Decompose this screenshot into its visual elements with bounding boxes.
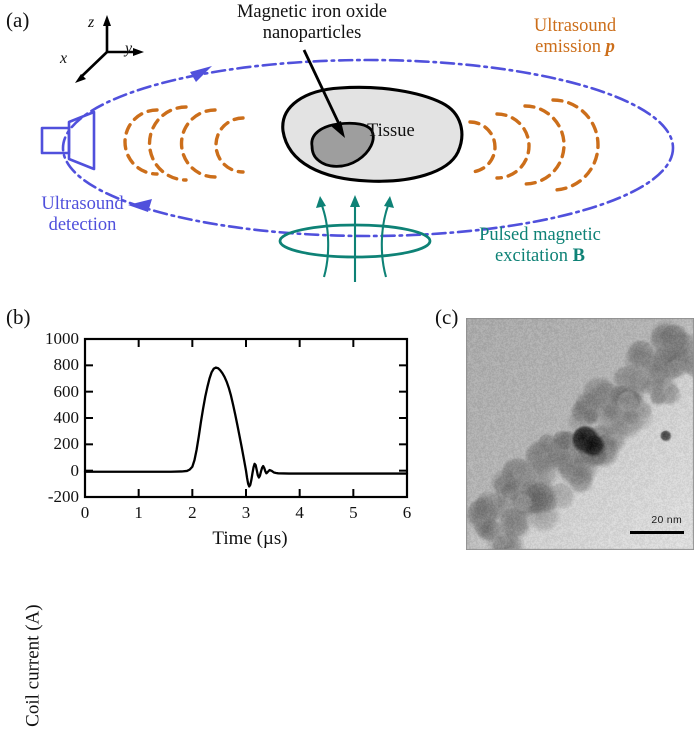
chart-ytick-label: 0 xyxy=(70,460,80,480)
axes-arrowheads xyxy=(75,15,144,83)
chart-ytick-label: 600 xyxy=(53,381,80,401)
axis-label-z: z xyxy=(88,14,95,31)
ultrasound-wave-arcs-left xyxy=(123,105,245,182)
chart-y-axis-label: Coil current (A) xyxy=(22,604,44,727)
emission-line-1: Ultrasound xyxy=(533,16,617,36)
chart-ytick-label: 400 xyxy=(53,408,80,427)
axis-label-y: y xyxy=(125,40,133,57)
chart-ytick-label: 1000 xyxy=(45,329,79,348)
coil-current-plot xyxy=(83,337,409,499)
ultrasound-wave-arcs-right xyxy=(468,98,600,192)
chart-ytick-label: 800 xyxy=(53,355,80,375)
chart-xtick-label: 5 xyxy=(349,503,358,522)
chart-xtick-label: 6 xyxy=(402,503,412,522)
magnetic-field-lines xyxy=(320,201,390,282)
excitation-symbol: B xyxy=(572,245,585,266)
loop-arrow-forward xyxy=(190,66,212,82)
tissue-label: Tissue xyxy=(367,121,415,141)
panel-a-graphics xyxy=(40,15,675,282)
ultrasound-loop-ellipse xyxy=(61,58,675,238)
nanoparticles-annotation-label: Magnetic iron oxide nanoparticles xyxy=(236,2,387,43)
excitation-line-2: excitation xyxy=(495,245,573,266)
excitation-line-1: Pulsed magnetic xyxy=(479,225,601,245)
loop-arrow-return xyxy=(128,199,152,212)
detection-line-2: detection xyxy=(48,214,117,235)
chart-xtick-label: 3 xyxy=(241,503,251,522)
coordinate-axes-icon xyxy=(81,22,136,77)
chart-xtick-label: 1 xyxy=(134,503,143,522)
emission-symbol: p xyxy=(605,36,615,57)
panel-a-schematic: Magnetic iron oxide nanoparticles Tissue… xyxy=(0,0,700,300)
panel-c-tem-image: 20 nm xyxy=(466,318,694,550)
scalebar-bar xyxy=(630,531,684,534)
magnetic-field-arrowheads xyxy=(316,195,394,208)
chart-xtick-label: 2 xyxy=(188,503,197,522)
figure-container: (a) xyxy=(0,0,700,727)
panel-b-label: (b) xyxy=(6,305,31,329)
detection-line-1: Ultrasound xyxy=(41,194,124,214)
chart-xtick-label: 4 xyxy=(295,503,304,522)
scalebar-label: 20 nm xyxy=(651,514,682,526)
annotation-arrow xyxy=(302,49,345,138)
emission-line-2: emission xyxy=(535,36,606,57)
panel-c-label: (c) xyxy=(435,305,459,329)
chart-ytick-label: 200 xyxy=(53,434,80,454)
chart-xtick-label: 0 xyxy=(80,503,90,522)
panel-a-label: (a) xyxy=(6,8,30,32)
axis-label-x: x xyxy=(60,50,68,67)
tem-micrograph xyxy=(466,318,694,550)
ultrasound-transducer-icon xyxy=(40,110,96,171)
chart-x-axis-label: Time (µs) xyxy=(212,528,288,549)
chart-ytick-label: -200 xyxy=(47,487,79,506)
